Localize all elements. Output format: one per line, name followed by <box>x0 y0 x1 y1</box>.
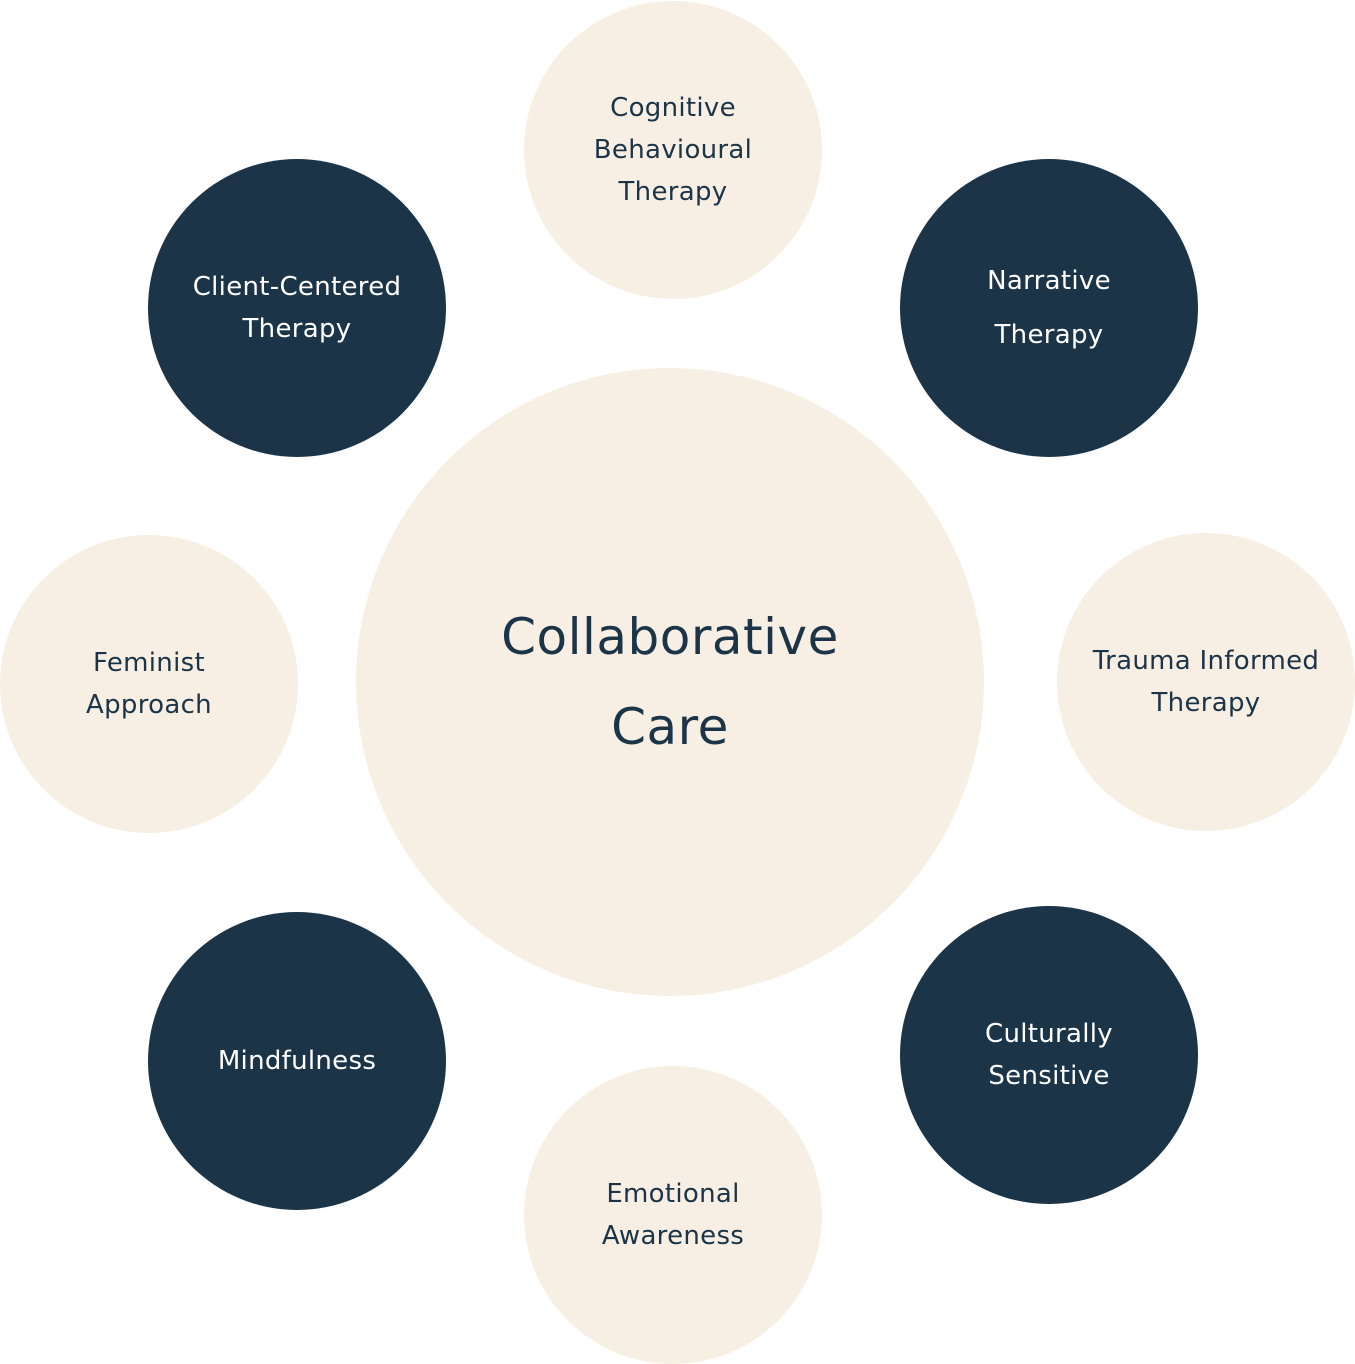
trauma-label-line-2: Therapy <box>1151 688 1261 718</box>
center-label-line-2: Care <box>611 698 729 756</box>
culturally-label-line-1: Culturally <box>985 1019 1113 1049</box>
client-label-line-2: Therapy <box>242 314 352 344</box>
client-label-line-1: Client-Centered <box>192 272 402 302</box>
emotional-label-line-1: Emotional <box>606 1179 740 1209</box>
feminist-label-line-1: Feminist <box>93 648 205 678</box>
center-collaborative-care-circle: Collaborative Care <box>356 368 984 996</box>
narrative-therapy-circle: Narrative Therapy <box>900 159 1198 457</box>
center-label-line-1: Collaborative <box>501 608 839 666</box>
feminist-approach-circle: Feminist Approach <box>0 535 298 833</box>
client-centered-therapy-circle: Client-Centered Therapy <box>148 159 446 457</box>
culturally-label-line-2: Sensitive <box>988 1061 1110 1091</box>
trauma-informed-therapy-circle: Trauma Informed Therapy <box>1057 533 1355 831</box>
feminist-label-line-2: Approach <box>86 690 212 720</box>
cbt-label-line-2: Behavioural <box>593 135 753 165</box>
culturally-sensitive-circle: Culturally Sensitive <box>900 906 1198 1204</box>
trauma-label-line-1: Trauma Informed <box>1092 646 1320 676</box>
cbt-label-line-3: Therapy <box>618 177 728 207</box>
mindfulness-circle: Mindfulness <box>148 912 446 1210</box>
mindfulness-label-line-1: Mindfulness <box>217 1046 377 1076</box>
emotional-label-line-2: Awareness <box>601 1221 745 1251</box>
cbt-label-line-1: Cognitive <box>610 93 736 123</box>
emotional-awareness-circle: Emotional Awareness <box>524 1066 822 1364</box>
narrative-label-line-1: Narrative <box>987 266 1111 296</box>
narrative-label-line-2: Therapy <box>994 320 1104 350</box>
cognitive-behavioural-therapy-circle: Cognitive Behavioural Therapy <box>524 1 822 299</box>
